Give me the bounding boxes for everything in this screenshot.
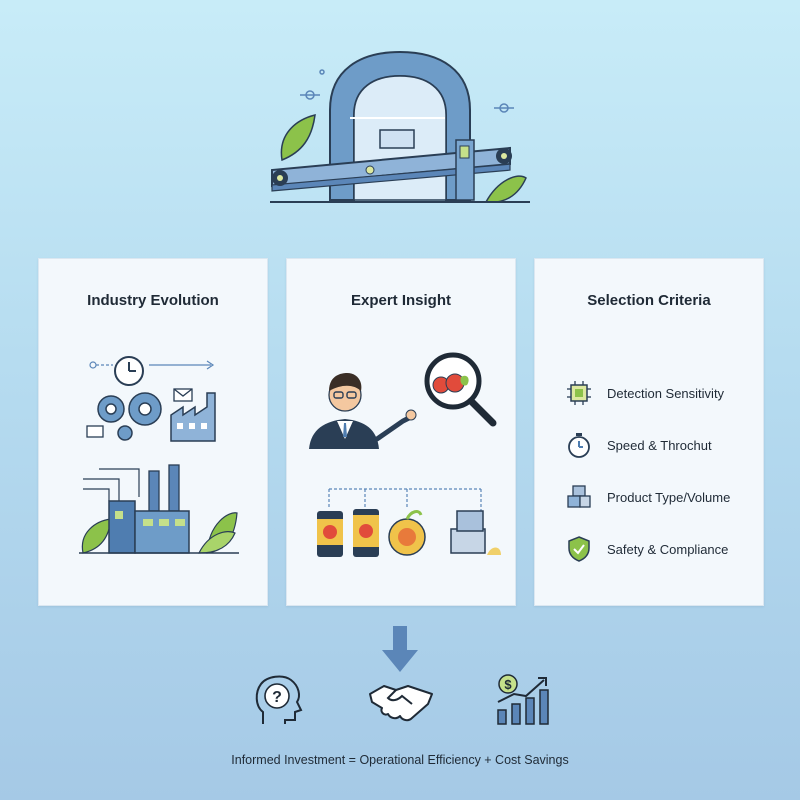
footer-equation: Informed Investment = Operational Effici… [231, 753, 569, 767]
criteria-label: Speed & Throchut [607, 437, 712, 453]
shield-check-icon [568, 536, 590, 562]
boxes-icon [567, 485, 591, 508]
svg-text:?: ? [272, 689, 282, 706]
products-illustration [317, 488, 501, 557]
card-title: Industry Evolution [87, 292, 219, 309]
down-arrow-icon [382, 626, 418, 672]
growth-chart-icon: $ [497, 674, 549, 725]
criteria-label: Product Type/Volume [607, 489, 731, 505]
handshake-icon [369, 685, 433, 722]
dollar-coin-icon [498, 674, 518, 694]
chip-icon [567, 381, 591, 405]
criteria-item-product-type: Product Type/Volume [565, 471, 753, 523]
industry-evolution-card: Industry Evolution [38, 258, 268, 606]
box-stack-icon [450, 528, 486, 554]
expert-insight-card: Expert Insight [286, 258, 516, 606]
package-box [379, 129, 415, 149]
criteria-label: Safety & Compliance [607, 541, 729, 557]
sparkle-icon [300, 69, 514, 113]
criteria-item-safety: Safety & Compliance [565, 523, 753, 575]
stopwatch-icon [568, 433, 590, 458]
clock-gears-factory-illustration [86, 356, 216, 442]
criteria-label: Detection Sensitivity [607, 385, 725, 401]
expert-with-magnifier-illustration [309, 352, 497, 449]
gears-icon [97, 392, 162, 441]
criteria-item-speed: Speed & Throchut [565, 419, 753, 471]
thinking-head-icon: ? [255, 675, 303, 724]
card-title: Expert Insight [350, 292, 451, 309]
svg-text:$: $ [504, 677, 512, 692]
inspection-machine-illustration [270, 50, 530, 204]
selection-criteria-card: Selection Criteria Detection Sensitivity… [534, 258, 764, 606]
card-title: Selection Criteria [587, 292, 711, 309]
left-leaf-icon [280, 114, 316, 162]
right-leaf-icon [484, 175, 527, 204]
modern-factory-illustration [79, 464, 239, 554]
criteria-item-detection-sensitivity: Detection Sensitivity [565, 367, 753, 419]
criteria-list: Detection Sensitivity Speed & Throchut P… [565, 367, 753, 575]
